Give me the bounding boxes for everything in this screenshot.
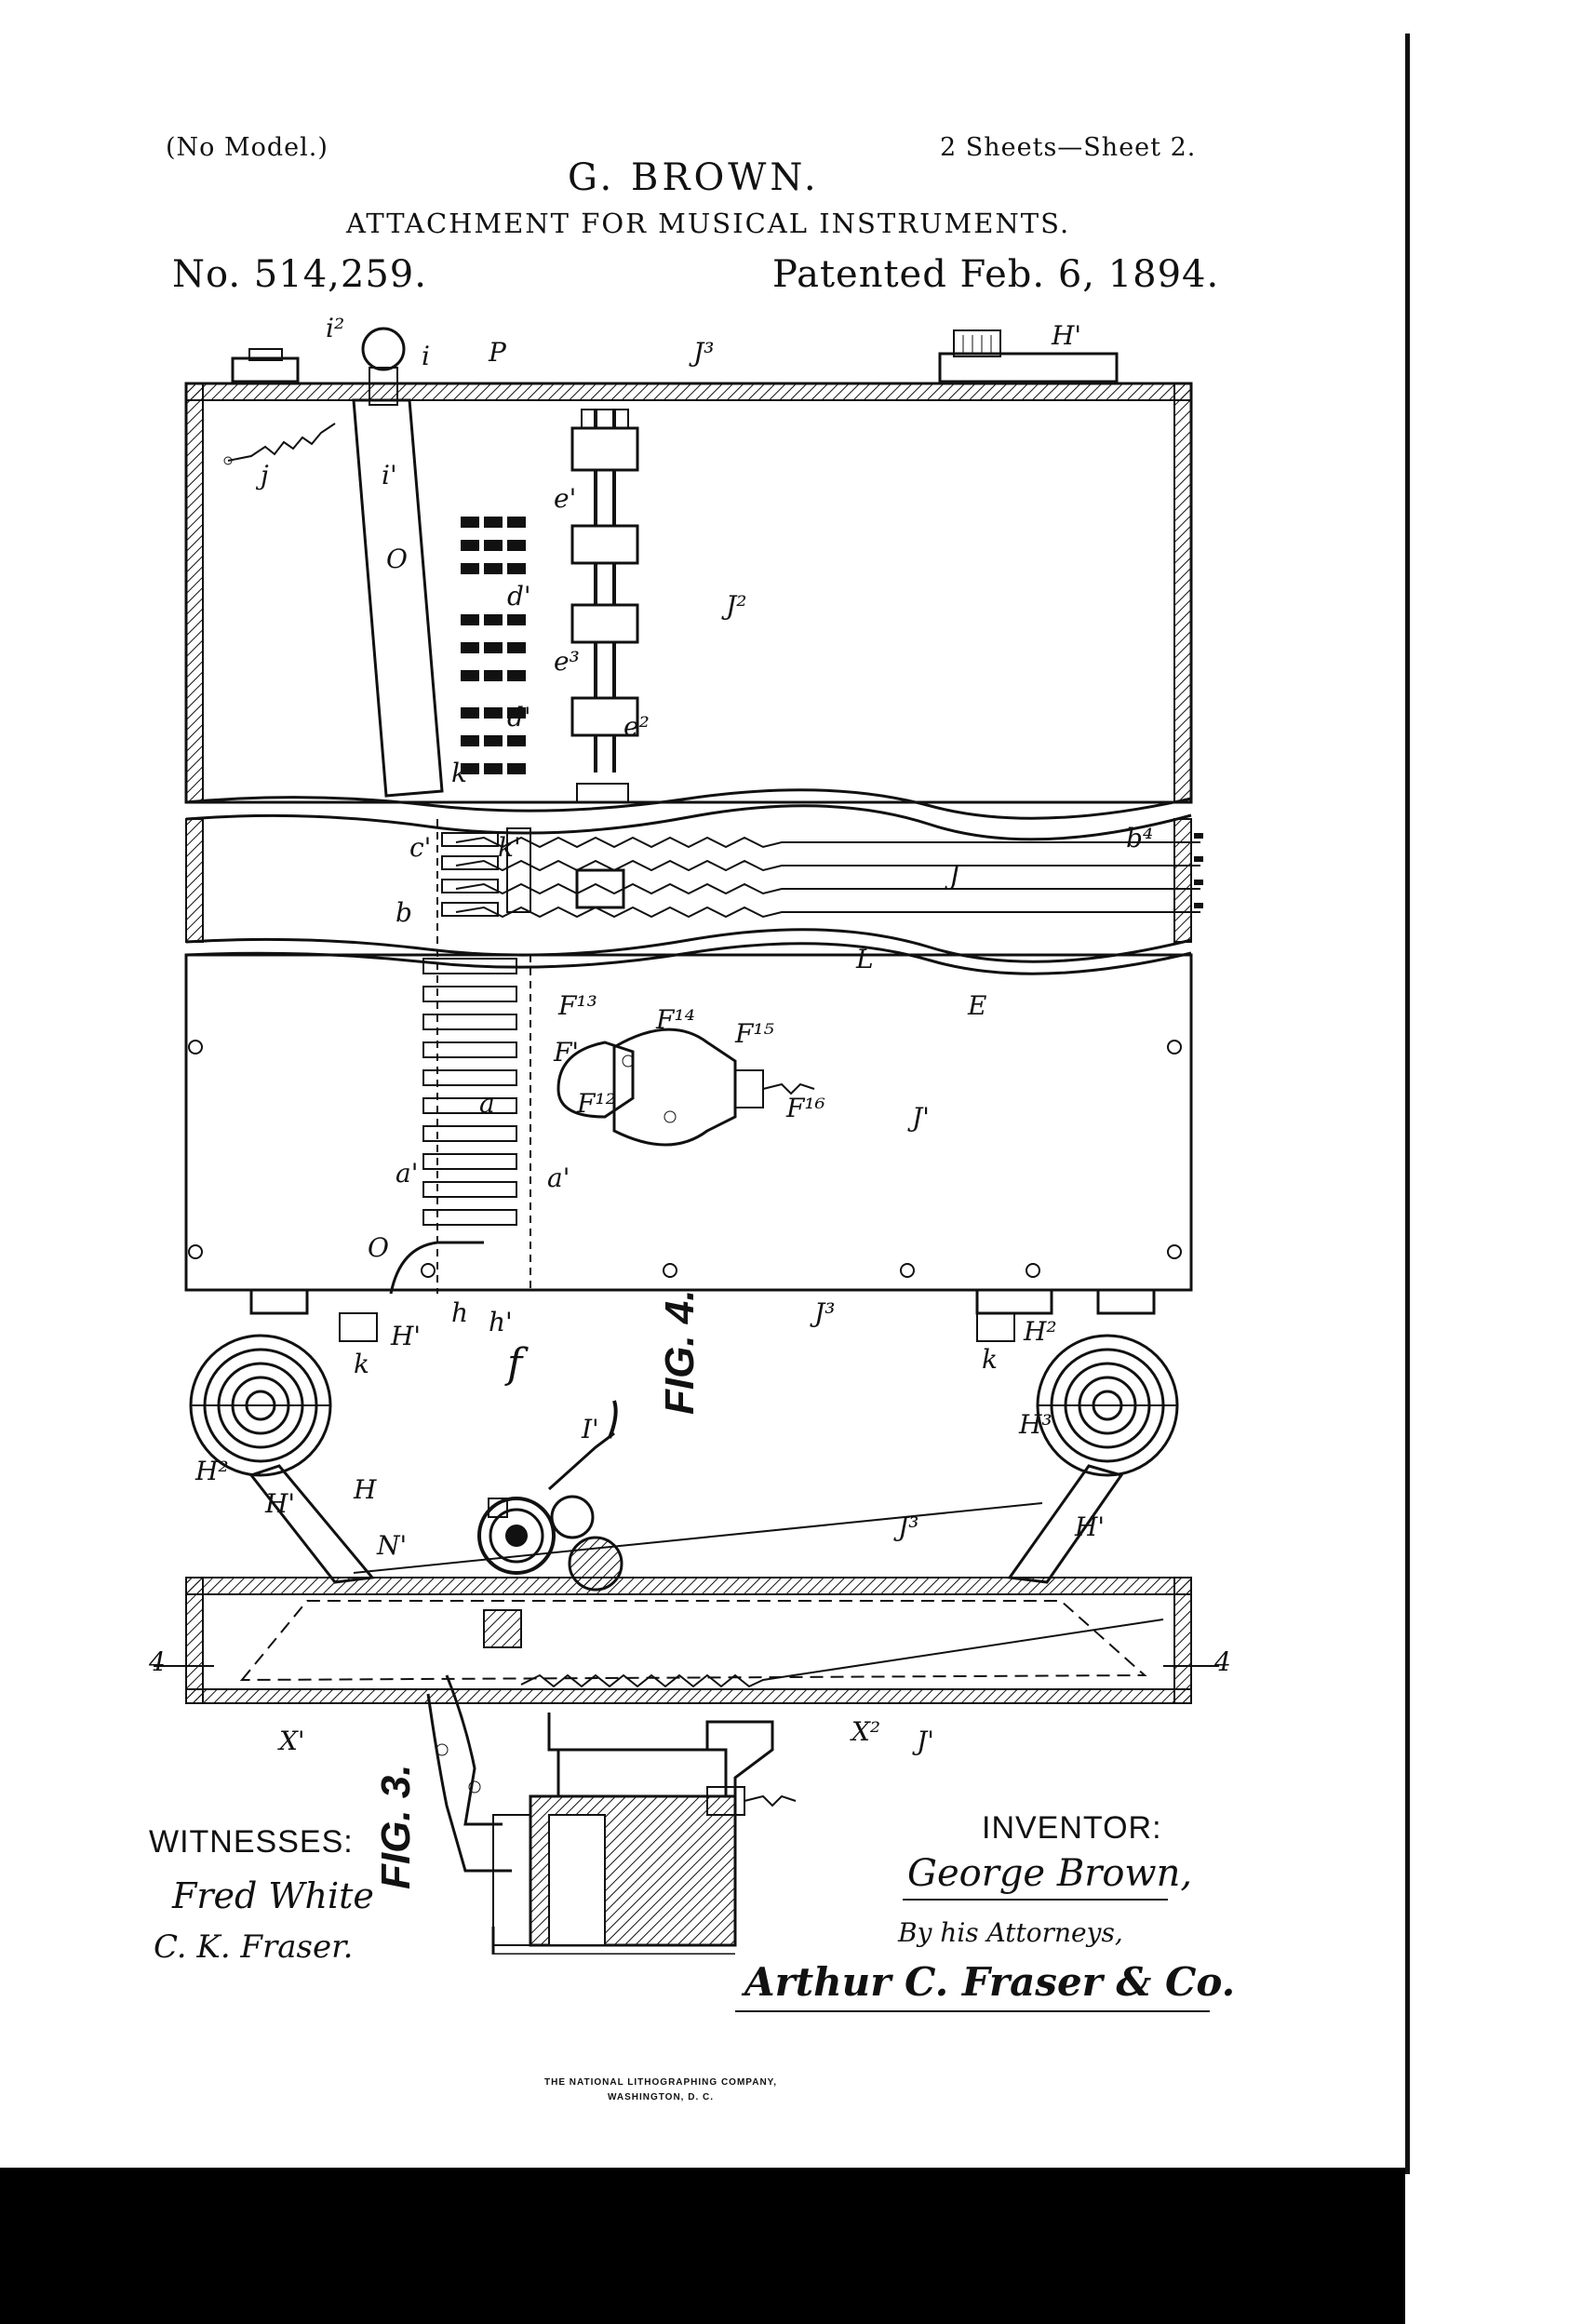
label-o: O (386, 544, 408, 574)
label-a: a (479, 1088, 495, 1119)
label-four-left: 4 (148, 1646, 166, 1677)
label-i1b: I' (581, 1414, 599, 1444)
inventor-heading: INVENTOR: (982, 1810, 1162, 1846)
patent-date: Patented Feb. 6, 1894. (772, 253, 1220, 296)
witnesses-heading: WITNESSES: (149, 1824, 354, 1860)
label-j1b: J' (912, 1726, 934, 1756)
label-J: J (945, 860, 961, 891)
label-e1: e' (554, 483, 576, 514)
label-F12: F¹² (576, 1088, 616, 1119)
attorney-signature-underline (735, 2010, 1210, 2012)
label-i2: i² (326, 313, 344, 343)
label-a1: a' (396, 1158, 418, 1189)
label-p: P (488, 337, 507, 368)
label-J1: J' (907, 1102, 930, 1133)
label-i1: i' (382, 460, 397, 490)
attorneys-by-line: By his Attorneys, (898, 1917, 1123, 1948)
label-h3: H³ (1018, 1409, 1052, 1440)
label-h1a: H' (390, 1321, 421, 1351)
label-h: h (451, 1297, 468, 1328)
label-h1b: H' (264, 1488, 295, 1519)
fig3-caption: FIG. 3. (373, 1765, 419, 1889)
label-L: L (855, 944, 874, 974)
attorney-signature: Arthur C. Fraser & Co. (744, 1959, 1236, 2005)
label-F13: F¹³ (557, 990, 597, 1021)
label-F16: F¹⁶ (785, 1093, 825, 1123)
inventor-signature: George Brown, (907, 1852, 1193, 1895)
label-i: i (422, 341, 430, 371)
label-h1: h' (489, 1307, 513, 1337)
label-F14: F¹⁴ (655, 1004, 695, 1035)
inventor-name: G. BROWN. (568, 156, 820, 199)
label-o2: O (368, 1232, 389, 1263)
label-a1b: a' (547, 1162, 570, 1193)
scan-right-border (1405, 34, 1410, 2174)
fig3-drawing (154, 1334, 1219, 1955)
label-j3-top: J³ (689, 337, 714, 368)
label-h2b: H² (194, 1456, 229, 1486)
label-j: j (255, 460, 269, 490)
label-j2: J² (721, 590, 746, 621)
label-x2: X² (850, 1716, 880, 1747)
label-j3b: J³ (810, 1297, 835, 1328)
printer-line-1: THE NATIONAL LITHOGRAPHING COMPANY, (544, 2077, 777, 2088)
label-n1: N' (376, 1530, 407, 1561)
label-f: f (504, 1340, 529, 1388)
witness-signature-2: C. K. Fraser. (154, 1928, 354, 1966)
sheet-note: 2 Sheets—Sheet 2. (940, 133, 1197, 162)
label-kk: k (982, 1344, 998, 1375)
witness-signature-1: Fred White (172, 1875, 374, 1916)
fig4-caption: FIG. 4. (657, 1290, 703, 1415)
label-j3c: J³ (893, 1511, 918, 1542)
model-note: (No Model.) (166, 133, 328, 162)
label-k2: k (354, 1349, 369, 1379)
label-F15: F¹⁵ (734, 1018, 774, 1049)
label-d1b: d' (507, 702, 531, 732)
label-k: k (451, 758, 467, 788)
document-title: ATTACHMENT FOR MUSICAL INSTRUMENTS. (346, 208, 1071, 239)
label-b: b (396, 897, 412, 928)
fig4-drawing (184, 327, 1203, 1342)
label-h1-top: H' (1051, 320, 1081, 351)
label-c1: c' (409, 832, 431, 863)
label-F1: F' (553, 1037, 579, 1068)
label-h1c: H' (1074, 1511, 1105, 1542)
label-e3: e³ (554, 646, 580, 677)
label-e2: e² (623, 711, 650, 742)
printer-line-2: WASHINGTON, D. C. (607, 2092, 715, 2102)
scan-bottom-bar (0, 2168, 1405, 2324)
label-x1: X' (277, 1726, 305, 1756)
label-four-right: 4 (1213, 1646, 1231, 1677)
inventor-signature-underline (903, 1899, 1168, 1901)
label-h2: H² (1023, 1316, 1057, 1347)
label-k1: k' (498, 832, 521, 863)
label-h: H (353, 1474, 377, 1505)
patent-number: No. 514,259. (172, 253, 427, 296)
label-b4: b⁴ (1126, 823, 1153, 853)
label-d1a: d' (507, 581, 531, 611)
patent-drawing: i² i P J³ H' j i' O d' d' k e' e³ e² J² … (148, 313, 1231, 1955)
label-E: E (967, 990, 986, 1021)
